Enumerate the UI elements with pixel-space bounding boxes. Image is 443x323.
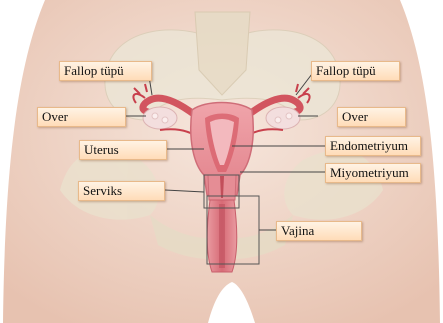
vaginal-canal [219, 204, 225, 268]
label-fallopian-tube-right: Fallop tüpü [311, 61, 400, 81]
label-ovary-left: Over [37, 107, 126, 127]
label-endometrium: Endometriyum [325, 136, 421, 156]
label-uterus: Uterus [79, 140, 167, 160]
ovary-right [266, 107, 300, 129]
label-myometrium: Miyometriyum [325, 163, 421, 183]
label-fallopian-tube-left: Fallop tüpü [59, 61, 152, 81]
label-vagina: Vajina [276, 221, 362, 241]
ovary-left [143, 107, 177, 129]
label-cervix: Serviks [78, 181, 165, 201]
label-ovary-right: Over [337, 107, 406, 127]
